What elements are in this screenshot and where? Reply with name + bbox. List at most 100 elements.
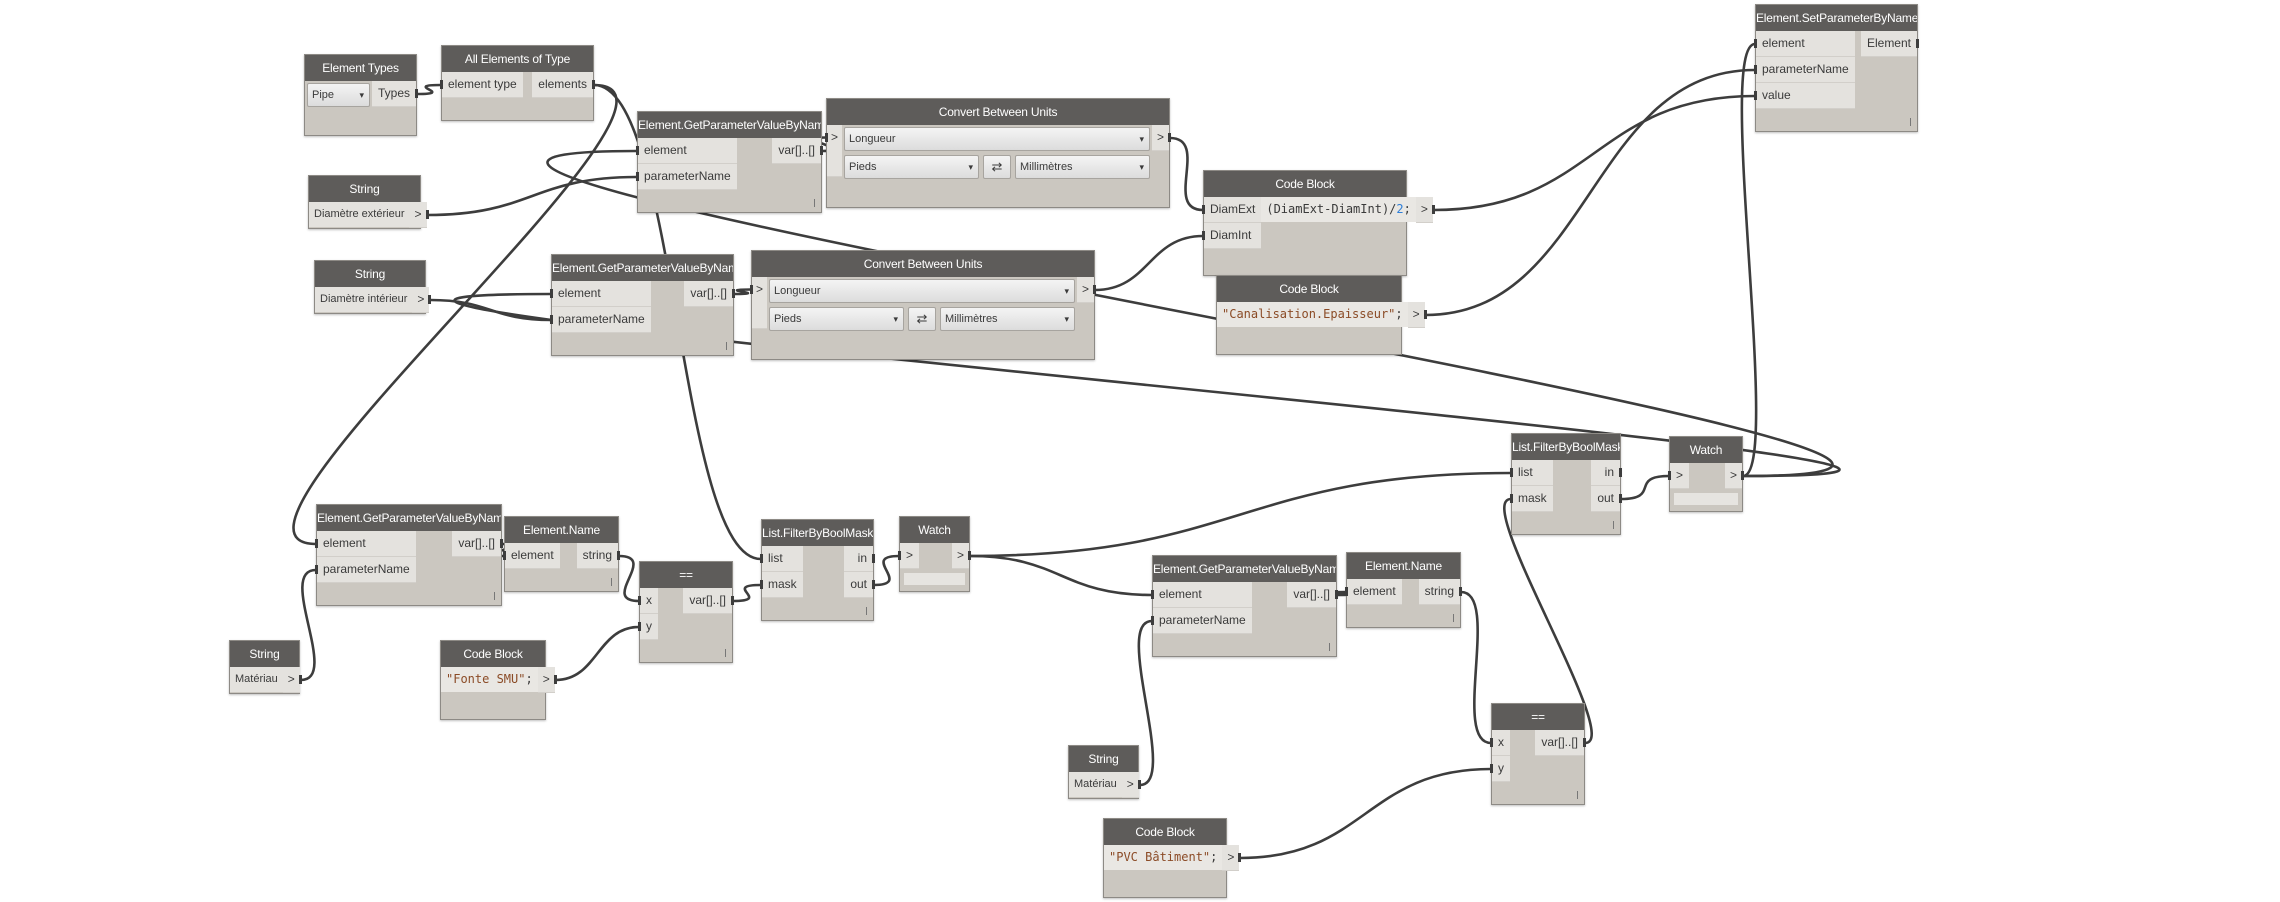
input-port-mask[interactable]: mask <box>1510 486 1553 512</box>
node-title[interactable]: Element.GetParameterValueByName <box>552 255 733 281</box>
input-port-mask[interactable]: mask <box>760 572 803 598</box>
node-title[interactable]: Watch <box>1670 437 1742 463</box>
node-title[interactable]: All Elements of Type <box>442 46 593 72</box>
output-port[interactable]: > <box>1151 125 1172 151</box>
swap-units-button[interactable]: ⇄ <box>908 307 936 331</box>
connector-wire[interactable] <box>1425 68 1756 317</box>
node-title[interactable]: String <box>309 176 420 202</box>
node-title[interactable]: Code Block <box>1104 819 1226 845</box>
lacing-indicator-icon[interactable] <box>494 592 495 600</box>
string-value-input[interactable]: Matériau <box>230 667 283 692</box>
input-port-x[interactable]: x <box>638 588 658 614</box>
connector-wire[interactable] <box>969 554 1153 597</box>
output-port[interactable]: > <box>412 287 432 313</box>
node-code-block-pvc[interactable]: Code Block"PVC Bâtiment";> <box>1103 818 1242 898</box>
node-title[interactable]: Element.SetParameterByName <box>1756 5 1917 31</box>
node-title[interactable]: Element.GetParameterValueByName <box>638 112 821 138</box>
code-editor[interactable]: "PVC Bâtiment"; <box>1104 845 1223 870</box>
output-port[interactable]: var[]..[] <box>684 281 735 307</box>
input-port-value[interactable]: value <box>1754 83 1855 109</box>
output-port[interactable]: var[]..[] <box>772 138 823 164</box>
input-port-element[interactable]: element <box>503 543 560 569</box>
lacing-indicator-icon[interactable] <box>1910 118 1911 126</box>
node-convert-units-2[interactable]: Convert Between Units>Longueur▾Pieds▾⇄Mi… <box>749 250 1097 360</box>
connector-wire[interactable] <box>1460 590 1492 745</box>
code-editor[interactable]: (DiamExt-DiamInt)/2; <box>1261 197 1416 222</box>
from-unit-dropdown[interactable]: Pieds▾ <box>769 307 904 331</box>
connector-wire[interactable] <box>416 83 442 96</box>
node-title[interactable]: String <box>230 641 299 667</box>
connector-wire[interactable] <box>430 298 552 322</box>
node-title[interactable]: Code Block <box>441 641 545 667</box>
element-type-dropdown[interactable]: Pipe▾ <box>307 83 370 107</box>
connector-wire[interactable] <box>1620 474 1670 501</box>
input-port-y[interactable]: y <box>1490 756 1510 782</box>
output-port[interactable]: in <box>844 546 875 572</box>
lacing-indicator-icon[interactable] <box>1577 791 1578 799</box>
output-port[interactable]: var[]..[] <box>1535 730 1586 756</box>
to-unit-dropdown[interactable]: Millimètres▾ <box>1015 155 1150 179</box>
lacing-indicator-icon[interactable] <box>1329 643 1330 651</box>
lacing-indicator-icon[interactable] <box>866 607 867 615</box>
output-port[interactable]: out <box>844 572 875 598</box>
from-unit-dropdown[interactable]: Pieds▾ <box>844 155 979 179</box>
connector-wire[interactable] <box>873 554 900 587</box>
lacing-indicator-icon[interactable] <box>725 649 726 657</box>
input-port-element[interactable]: element <box>1345 579 1402 605</box>
swap-units-button[interactable]: ⇄ <box>983 155 1011 179</box>
node-title[interactable]: Element.Name <box>505 517 618 543</box>
output-port[interactable]: > <box>1415 197 1435 223</box>
output-port[interactable]: string <box>1418 579 1463 605</box>
output-port[interactable]: > <box>282 667 302 693</box>
connector-wire[interactable] <box>618 554 640 603</box>
node-title[interactable]: Element Types <box>305 55 416 81</box>
node-title[interactable]: Element.GetParameterValueByName <box>317 505 501 531</box>
lacing-indicator-icon[interactable] <box>1613 521 1614 529</box>
output-port[interactable]: string <box>576 543 621 569</box>
node-title[interactable]: List.FilterByBoolMask <box>1512 434 1620 460</box>
output-port[interactable]: > <box>1724 463 1745 489</box>
input-port-parameterName[interactable]: parameterName <box>1151 608 1252 634</box>
input-port-parameterName[interactable]: parameterName <box>1754 57 1855 83</box>
node-title[interactable]: Element.Name <box>1347 553 1460 579</box>
output-port[interactable]: Types <box>371 81 419 107</box>
input-port-element[interactable]: element <box>1754 31 1855 57</box>
node-title[interactable]: Convert Between Units <box>752 251 1094 277</box>
connector-wire[interactable] <box>300 568 317 682</box>
node-title[interactable]: Watch <box>900 517 969 543</box>
connector-wire[interactable] <box>1094 234 1204 292</box>
string-value-input[interactable]: Diamètre intérieur <box>315 287 413 312</box>
connector-wire[interactable] <box>1240 767 1492 860</box>
node-title[interactable]: Code Block <box>1217 276 1401 302</box>
input-port-[interactable]: > <box>897 543 920 569</box>
output-port[interactable]: > <box>1076 277 1097 303</box>
input-port-element[interactable]: element <box>550 281 651 307</box>
node-title[interactable]: == <box>1492 704 1584 730</box>
output-port[interactable]: var[]..[] <box>452 531 503 557</box>
node-code-block-param-name[interactable]: Code Block"Canalisation.Epaisseur";> <box>1216 275 1427 355</box>
node-watch-right[interactable]: Watch>> <box>1667 436 1745 512</box>
lacing-indicator-icon[interactable] <box>1453 614 1454 622</box>
input-port-parameterName[interactable]: parameterName <box>315 557 416 583</box>
output-port[interactable]: > <box>1222 845 1242 871</box>
to-unit-dropdown[interactable]: Millimètres▾ <box>940 307 1075 331</box>
unit-type-dropdown[interactable]: Longueur▾ <box>844 127 1150 151</box>
output-port[interactable]: > <box>951 543 972 569</box>
input-port-element[interactable]: element <box>315 531 416 557</box>
